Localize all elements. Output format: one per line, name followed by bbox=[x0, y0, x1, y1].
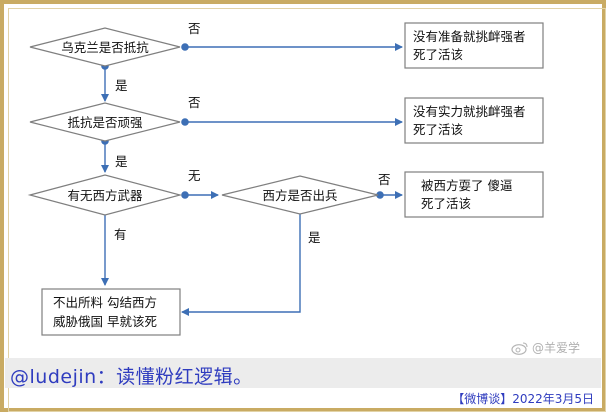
connectors bbox=[101, 43, 403, 316]
edge-d4-yes bbox=[181, 212, 301, 316]
dot-d1-right bbox=[181, 43, 189, 51]
dot-d4-right bbox=[376, 191, 384, 199]
edge-label-d4-yes: 是 bbox=[308, 230, 321, 245]
caption: @ludejin：读懂粉红逻辑。 bbox=[10, 366, 253, 388]
edge-label-d3-has: 有 bbox=[114, 227, 127, 242]
connector-dots bbox=[101, 43, 384, 199]
edge-label-d1-no: 否 bbox=[188, 21, 201, 36]
outcome-o3-line2: 死了活该 bbox=[421, 196, 471, 211]
edge-label-d3-none: 无 bbox=[188, 168, 201, 183]
decision-d3: 有无西方武器 bbox=[27, 174, 183, 216]
caption-bar bbox=[5, 358, 601, 388]
weibo-icon bbox=[511, 341, 528, 355]
edge-label-d2-no: 否 bbox=[188, 95, 201, 110]
outcome-o2-line2: 死了活该 bbox=[413, 122, 463, 137]
outcome-o1-line2: 死了活该 bbox=[413, 47, 463, 62]
dot-d3-right bbox=[181, 191, 189, 199]
watermark: @羊爱学 bbox=[511, 339, 580, 356]
outcome-o1-line1: 没有准备就挑衅强者 bbox=[413, 29, 526, 44]
outcome-o3: 被西方耍了 傻逼 死了活该 bbox=[404, 171, 544, 218]
decision-d2-label: 抵抗是否顽强 bbox=[67, 115, 143, 130]
outcome-o2-line1: 没有实力就挑衅强者 bbox=[413, 104, 526, 119]
dot-d2-right bbox=[181, 118, 189, 126]
footer-source: 【微博谈】2022年3月5日 bbox=[452, 392, 594, 406]
outcome-o3-line1: 被西方耍了 傻逼 bbox=[421, 178, 512, 193]
outcome-o4: 不出所料 勾结西方 威胁俄国 早就该死 bbox=[41, 288, 181, 336]
edge-label-d2-yes: 是 bbox=[115, 154, 128, 169]
decision-d1: 乌克兰是否抵抗 bbox=[29, 27, 181, 67]
decision-d3-label: 有无西方武器 bbox=[67, 188, 143, 203]
decision-d1-label: 乌克兰是否抵抗 bbox=[61, 40, 149, 55]
outcome-o1: 没有准备就挑衅强者 死了活该 bbox=[404, 22, 544, 69]
edge-label-d1-yes: 是 bbox=[115, 78, 128, 93]
decision-d4-label: 西方是否出兵 bbox=[262, 188, 337, 203]
decision-d4: 西方是否出兵 bbox=[221, 175, 379, 215]
outcome-o4-line2: 威胁俄国 早就该死 bbox=[53, 314, 157, 329]
outcome-o2: 没有实力就挑衅强者 死了活该 bbox=[404, 97, 544, 144]
decision-d2: 抵抗是否顽强 bbox=[29, 102, 181, 142]
watermark-text: @羊爱学 bbox=[532, 341, 581, 355]
edge-label-d4-no: 否 bbox=[378, 172, 391, 187]
outcome-o4-line1: 不出所料 勾结西方 bbox=[53, 295, 157, 310]
